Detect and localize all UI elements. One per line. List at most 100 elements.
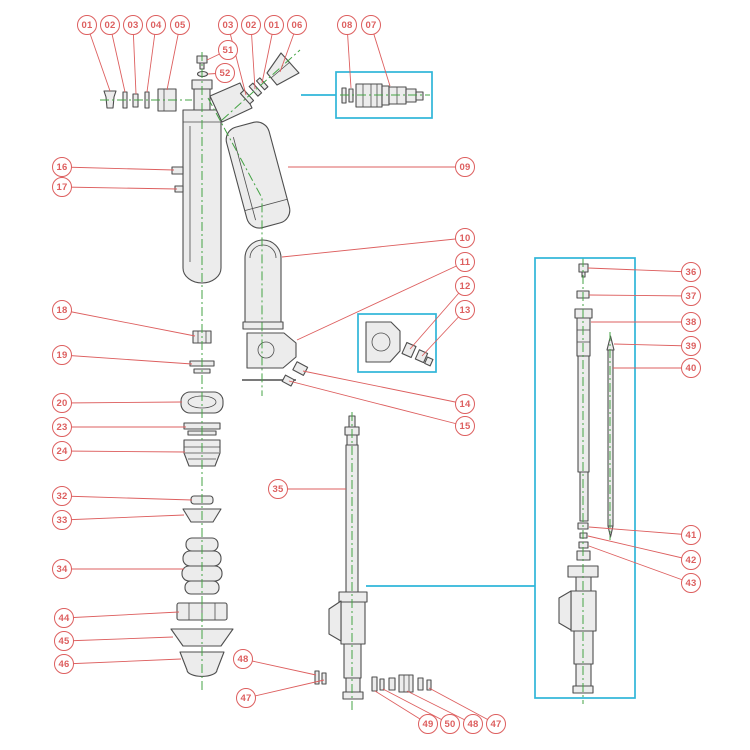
part-rod-lower [579,471,589,522]
leader-line-02 [109,24,126,93]
callout-36: 36 [681,262,701,282]
leader-line-14 [302,370,466,405]
leader-line-12 [409,285,466,350]
leader-line-46 [63,658,182,665]
leader-line-48 [242,658,317,676]
part-fitting-a [292,361,309,376]
part-shim-left-b [321,672,327,685]
damper-rod-subassembly [558,263,615,694]
leader-line-42 [587,535,692,561]
callout-51: 51 [218,40,238,60]
part-body-pin-upper [171,166,184,175]
leader-line-05 [166,24,181,91]
leader-line-18 [61,309,196,337]
part-fitting-b [281,374,295,387]
callout-49: 49 [418,714,438,734]
callout-23: 23 [52,417,72,437]
leader-lines [61,24,692,725]
callout-50: 50 [440,714,460,734]
callout-02: 02 [100,15,120,35]
part-bushing [398,674,414,693]
leader-line-45 [63,636,174,642]
callout-47: 47 [486,714,506,734]
callout-07: 07 [361,15,381,35]
leader-line-47 [428,687,497,725]
compression-valve-parts [239,52,300,105]
part-bracket [246,332,297,369]
part-clevis2-wing [558,590,572,631]
leader-line-33 [61,514,185,521]
part-clevis-body [340,601,366,645]
shaft-assembly [314,415,432,700]
callout-05: 05 [170,15,190,35]
leader-line-48 [406,690,474,725]
callout-09: 09 [455,157,475,177]
callout-08: 08 [337,15,357,35]
callout-18: 18 [52,300,72,320]
callout-43: 43 [681,573,701,593]
callout-24: 24 [52,441,72,461]
leader-line-50 [382,688,451,725]
callout-10: 10 [455,228,475,248]
centerlines [100,49,611,712]
leader-line-04 [146,24,157,93]
callout-37: 37 [681,286,701,306]
callout-39: 39 [681,336,701,356]
callout-13: 13 [455,300,475,320]
leader-line-10 [281,237,466,258]
reservoir-sleeve [242,239,284,330]
part-shim-right-b [379,678,385,691]
subassembly-box-right [534,257,636,699]
callout-41: 41 [681,525,701,545]
part-clevis-flange [338,591,368,603]
callout-40: 40 [681,358,701,378]
callout-03: 03 [218,15,238,35]
bracket-assembly [242,332,309,387]
part-reservoir-cylinder [225,121,291,229]
callout-16: 16 [52,157,72,177]
leader-line-17 [61,186,178,190]
leader-line-19 [61,354,193,365]
callout-17: 17 [52,177,72,197]
leader-line-16 [61,166,175,171]
leader-line-07 [370,24,391,87]
leader-line-41 [588,526,692,536]
callout-46: 46 [54,654,74,674]
callout-45: 45 [54,631,74,651]
leader-line-44 [63,611,180,619]
callout-14: 14 [455,394,475,414]
leader-line-36 [587,267,692,273]
callout-01: 01 [77,15,97,35]
callout-44: 44 [54,608,74,628]
leader-line-39 [613,343,692,347]
part-clamp [365,321,401,363]
part-adjuster-funnel [266,52,300,86]
leader-line-01 [86,24,111,92]
leader-line-32 [61,495,193,501]
callout-47: 47 [236,688,256,708]
callout-38: 38 [681,312,701,332]
callout-03: 03 [123,15,143,35]
callout-15: 15 [455,416,475,436]
subassembly-box-mid [357,313,437,373]
callout-04: 04 [146,15,166,35]
leader-line-20 [61,401,183,404]
callout-42: 42 [681,550,701,570]
leader-line-08 [346,24,352,89]
callout-19: 19 [52,345,72,365]
part-flange-nut [103,90,117,109]
part-sleeve-flange [242,321,284,330]
part-shim-right-d [417,677,424,691]
callout-34: 34 [52,559,72,579]
part-clevis-wing [328,600,342,642]
leader-line-43 [588,545,692,584]
leader-line-03 [132,24,137,95]
callout-11: 11 [455,252,475,272]
callout-02: 02 [241,15,261,35]
part-shim-right-a [371,676,378,692]
leader-line-47 [245,679,325,699]
highlight-boxes [301,71,636,699]
part-shim-right-e [426,679,432,691]
callout-32: 32 [52,486,72,506]
callout-20: 20 [52,393,72,413]
